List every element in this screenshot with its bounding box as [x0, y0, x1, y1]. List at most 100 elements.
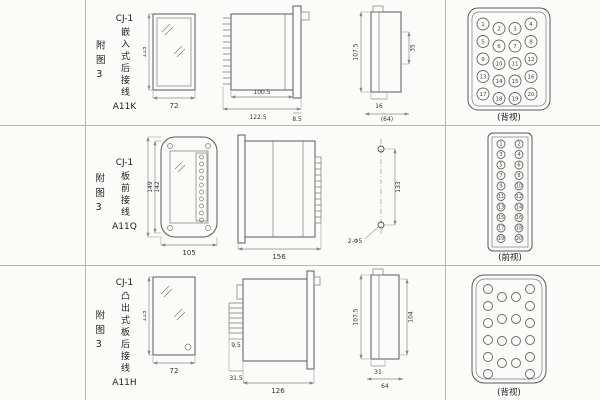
table-hline-2 [0, 265, 600, 266]
terminal-number: 15 [498, 215, 504, 221]
terminal-number: 15 [512, 79, 519, 85]
table-vline-right [445, 0, 446, 400]
row1-mount-type-label: 嵌入式后接线 [118, 26, 129, 99]
dim-pin-pitch: 9.5 [231, 342, 241, 349]
row3-front-view: 115 72 [143, 276, 196, 375]
terminal-panel [467, 7, 551, 111]
dim-depth-behind: 100.5 [253, 89, 270, 96]
dim-height: 115 [143, 46, 148, 58]
row2-mount-type-label: 板前接线 [118, 171, 129, 219]
row3-cutout-view: 107.5 104 31 64 [353, 268, 415, 390]
dim-overall-width: (64) [381, 116, 393, 123]
dim-cutout-height: 107.5 [353, 43, 360, 60]
row3-mount-type-label: 凸出式板后接线 [118, 290, 129, 375]
row2-code-label: A11Q [112, 222, 137, 232]
terminal-pins [483, 284, 535, 379]
dim-lip: 31 [374, 369, 382, 376]
terminal-pins: 1 2 3 4 5 6 7 8 9 10 11 12 13 14 15 16 1… [496, 139, 524, 243]
dim-depth-total: 126 [271, 387, 285, 395]
terminal-number: 16 [516, 215, 522, 221]
terminal-number: 19 [512, 97, 519, 103]
row3-model-label: CJ-1 [115, 277, 134, 288]
row3-code-label: A11H [112, 377, 137, 388]
row1-view-label: (背视) [497, 112, 521, 123]
dim-holes-callout: 2-Φ5 [348, 238, 363, 245]
dim-front-thickness: 8.5 [292, 116, 302, 123]
dim-plate-height: 149 [147, 181, 154, 193]
dim-height: 115 [143, 310, 148, 322]
terminal-number: 2 [497, 27, 501, 33]
row1-label-cell: 附图3 CJ-1 嵌入式后接线 A11K [86, 0, 142, 125]
terminal-number: 17 [480, 92, 487, 98]
terminal-number: 5 [499, 163, 502, 169]
dim-pin-length: 31.5 [229, 375, 243, 382]
terminal-pins: 1 2 3 4 5 6 7 8 9 10 11 12 13 14 15 16 1… [476, 17, 538, 105]
table-hline-1 [0, 125, 600, 126]
row3-dimension-drawing: 115 72 9.5 31.5 126 107.5 104 [143, 268, 415, 395]
terminal-number: 3 [499, 152, 502, 158]
terminal-number: 14 [496, 79, 503, 85]
terminal-number: 18 [516, 226, 522, 232]
terminal-number: 20 [528, 92, 535, 98]
row2-side-view: 156 [237, 134, 322, 261]
terminal-number: 2 [517, 142, 520, 148]
row1-figure-label: 附图3 [93, 40, 105, 85]
dim-side-height: 104 [408, 311, 415, 323]
row1-dimension-drawing: 115 72 100.5 122.5 8.5 107.5 35 [143, 5, 417, 123]
dim-width: 72 [170, 102, 179, 110]
terminal-number: 11 [498, 194, 504, 200]
row3-label-cell: 附图3 CJ-1 凸出式板后接线 A11H [86, 265, 142, 400]
terminal-number: 7 [513, 44, 517, 50]
row3-figure-label: 附图3 [93, 310, 105, 355]
terminal-number: 17 [498, 226, 504, 232]
row1-code-label: A11K [112, 101, 137, 112]
dim-depth-total: 156 [272, 253, 286, 261]
row3-terminal-back-view: (背视) [471, 274, 547, 398]
row1-side-view: 100.5 122.5 8.5 [222, 5, 310, 123]
terminal-number: 10 [516, 184, 522, 190]
terminal-number: 12 [516, 194, 522, 200]
dim-depth-total: 122.5 [249, 114, 266, 121]
dim-overall-width: 64 [381, 383, 389, 390]
terminal-number: 6 [497, 44, 501, 50]
terminal-number: 7 [499, 173, 502, 179]
terminal-number: 8 [529, 40, 533, 46]
row1-terminal-back-view: 1 2 3 4 5 6 7 8 9 10 11 12 13 14 15 16 1… [467, 7, 551, 123]
row2-view-label: (前视) [498, 252, 522, 263]
terminal-number: 4 [529, 22, 533, 28]
terminal-number: 10 [496, 62, 503, 68]
row2-drilling-plan: 133 2-Φ5 [348, 139, 402, 245]
terminal-number: 14 [516, 205, 522, 211]
row2-figure-label: 附图3 [93, 172, 105, 218]
terminal-number: 11 [512, 62, 519, 68]
terminal-number: 9 [499, 184, 502, 190]
dim-window-height: 142 [154, 181, 161, 193]
terminal-number: 3 [513, 27, 517, 33]
terminal-number: 19 [498, 236, 504, 242]
terminal-number: 12 [528, 57, 535, 63]
terminal-number: 18 [496, 97, 503, 103]
terminal-number: 5 [481, 40, 485, 46]
dim-plate-width: 105 [182, 249, 195, 257]
terminal-number: 16 [528, 75, 535, 81]
row1-front-view: 115 72 [143, 13, 196, 110]
terminal-strip [487, 132, 533, 252]
dim-hole-spacing: 133 [395, 181, 402, 193]
dim-cutout-height: 107.5 [353, 308, 360, 325]
terminal-number: 4 [517, 152, 520, 158]
row2-front-view: 149 142 105 [146, 136, 218, 257]
terminal-number: 20 [516, 236, 522, 242]
dim-lip: 16 [375, 103, 383, 110]
row2-label-cell: 附图3 CJ-1 板前接线 A11Q [86, 125, 142, 265]
row2-model-label: CJ-1 [115, 158, 134, 168]
dim-side-small: 35 [410, 44, 417, 52]
terminal-number: 1 [481, 22, 485, 28]
row3-side-view: 9.5 31.5 126 [228, 270, 321, 395]
row3-view-label: (背视) [497, 387, 521, 398]
dim-width: 72 [170, 367, 179, 375]
row2-terminal-front-view: 1 2 3 4 5 6 7 8 9 10 11 12 13 14 15 16 1… [487, 132, 533, 263]
row1-model-label: CJ-1 [115, 13, 134, 24]
row2-dimension-drawing: 149 142 105 156 133 2-Φ5 [146, 134, 402, 261]
terminal-number: 13 [480, 75, 487, 81]
